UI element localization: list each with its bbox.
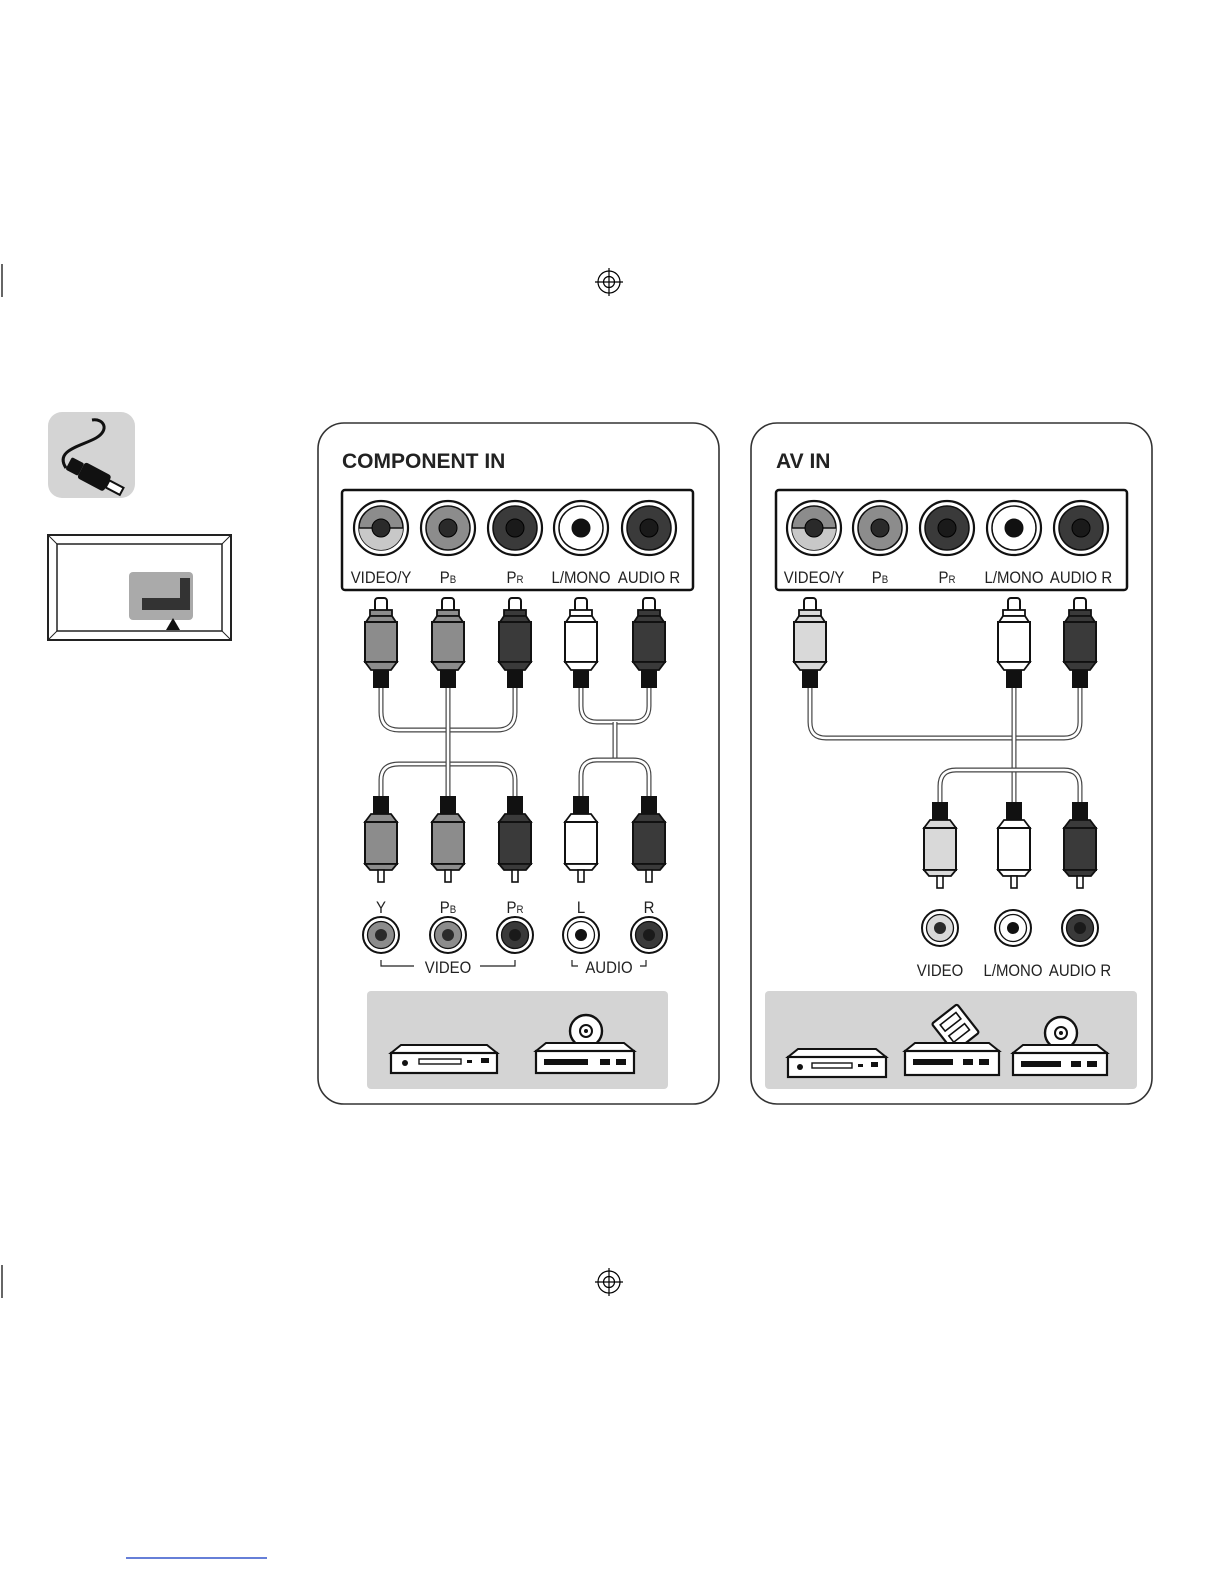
tv-jack-videoy bbox=[354, 501, 408, 555]
video-group-label: VIDEO bbox=[425, 959, 472, 977]
tv-rear-icon bbox=[48, 535, 231, 640]
tv-jack-pb bbox=[421, 501, 475, 555]
tv-jack-lmono bbox=[987, 501, 1041, 555]
tv-jack-label: AUDIO R bbox=[1050, 569, 1112, 587]
tv-jack-label: L/MONO bbox=[985, 569, 1044, 587]
component-devices-panel bbox=[367, 991, 668, 1089]
device-jack-label: L/MONO bbox=[984, 962, 1043, 980]
cable-icon bbox=[48, 412, 135, 499]
tv-jack-audior bbox=[622, 501, 676, 555]
tv-jack-label: L/MONO bbox=[552, 569, 611, 587]
device-jack bbox=[430, 917, 466, 953]
device-jack-label: Y bbox=[376, 899, 386, 917]
device-jack bbox=[995, 910, 1031, 946]
device-jack bbox=[497, 917, 533, 953]
tv-jack-pb bbox=[853, 501, 907, 555]
dvd-player-icon bbox=[788, 1049, 886, 1077]
component-title: COMPONENT IN bbox=[342, 450, 505, 473]
av-device-ports: VIDEO L/MONO AUDIO R bbox=[917, 910, 1111, 980]
tv-jack-label: VIDEO/Y bbox=[784, 569, 845, 587]
registration-mark-icon bbox=[595, 1268, 623, 1296]
tv-jack-audior bbox=[1054, 501, 1108, 555]
device-jack bbox=[563, 917, 599, 953]
device-jack-label: R bbox=[644, 899, 655, 917]
device-jack-label: VIDEO bbox=[917, 962, 964, 980]
tv-jack-pr bbox=[920, 501, 974, 555]
registration-mark-icon bbox=[595, 268, 623, 296]
device-jack bbox=[922, 910, 958, 946]
av-title: AV IN bbox=[776, 450, 830, 473]
tv-jack-label: VIDEO/Y bbox=[351, 569, 412, 587]
device-jack bbox=[631, 917, 667, 953]
device-jack bbox=[1062, 910, 1098, 946]
device-jack-label: AUDIO R bbox=[1049, 962, 1111, 980]
audio-group-label: AUDIO bbox=[585, 959, 632, 977]
device-jack bbox=[363, 917, 399, 953]
tv-jack-lmono bbox=[554, 501, 608, 555]
tv-jack-label: AUDIO R bbox=[618, 569, 680, 587]
tv-jack-videoy bbox=[787, 501, 841, 555]
dvd-player-icon bbox=[391, 1045, 497, 1073]
tv-jack-pr bbox=[488, 501, 542, 555]
device-jack-label: L bbox=[577, 899, 585, 917]
